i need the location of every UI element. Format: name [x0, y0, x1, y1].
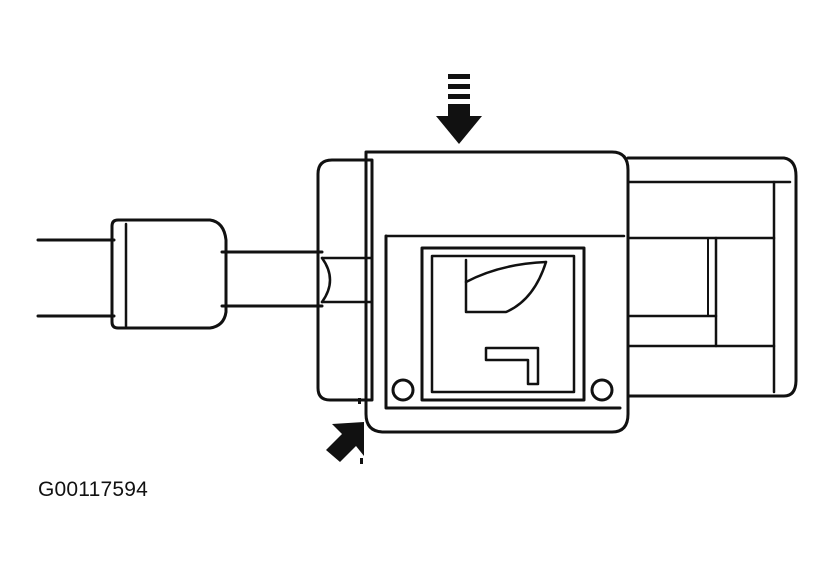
connector-housing — [316, 158, 374, 402]
connector-body — [364, 150, 630, 434]
figure-id-label: G00117594 — [38, 478, 149, 501]
fuel-line-tube — [36, 238, 324, 318]
retainer-tab — [420, 246, 586, 402]
connector-spigot — [626, 156, 798, 398]
arrow-diagonal-icon — [326, 398, 364, 464]
arrow-down-icon — [436, 74, 482, 144]
tube-ferrule — [110, 218, 228, 330]
